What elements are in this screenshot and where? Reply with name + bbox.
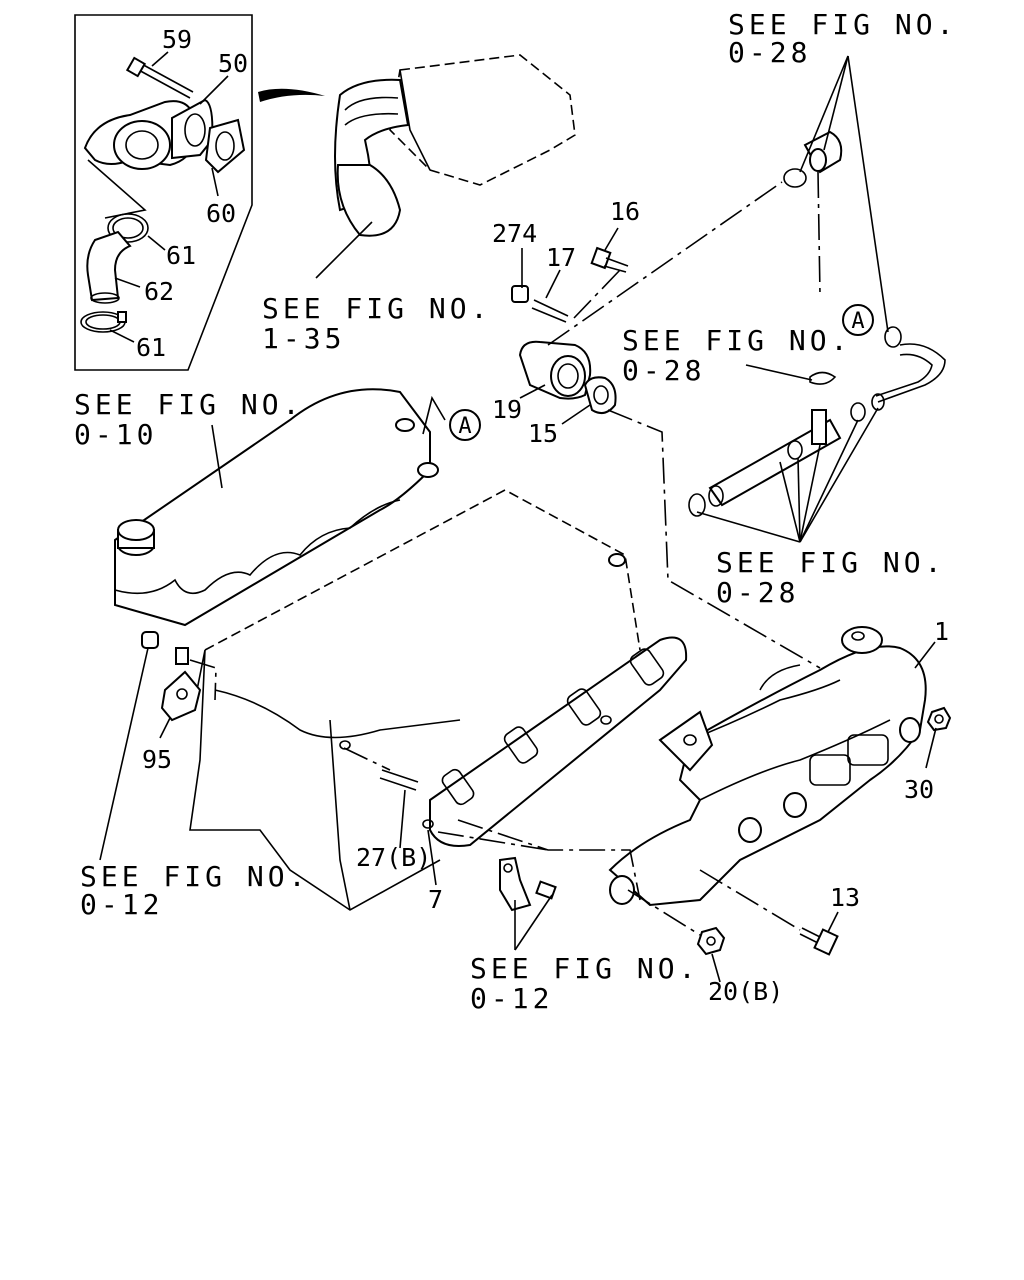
manifold-fasteners	[696, 706, 952, 956]
ref-bracket-line1: SEE FIG NO.	[470, 952, 699, 985]
part-callouts: 59 50 60 61 62 61 274 16 17 19 15 1 30 9…	[136, 25, 949, 1006]
inset-pointer-arrow	[258, 88, 325, 102]
callout-20b: 20(B)	[708, 977, 783, 1006]
cylinder-head-cover	[114, 388, 439, 627]
callout-95: 95	[142, 745, 172, 774]
callout-59: 59	[162, 25, 192, 54]
ref-mid-right-line1: SEE FIG NO.	[622, 324, 851, 357]
callout-13: 13	[830, 883, 860, 912]
bottom-bracket	[499, 856, 557, 912]
exhaust-manifold-gasket	[429, 636, 688, 847]
connection-marker-left-label: A	[458, 414, 471, 439]
ref-block-line1: SEE FIG NO.	[80, 860, 309, 893]
callout-19: 19	[492, 395, 522, 424]
callout-61-bottom: 61	[136, 333, 166, 362]
callout-27b: 27(B)	[356, 843, 431, 872]
callout-17: 17	[546, 243, 576, 272]
connection-marker-right-label: A	[851, 309, 864, 334]
ref-intake-line2: 1-35	[262, 322, 345, 355]
thermostat-housing-group	[511, 246, 629, 415]
air-cleaner-housing	[334, 54, 576, 237]
callout-60: 60	[206, 199, 236, 228]
figure-references: SEE FIG NO. 0-28 SEE FIG NO. 1-35 SEE FI…	[74, 8, 957, 1015]
callout-30: 30	[904, 775, 934, 804]
ref-mid-right-line2: 0-28	[622, 354, 705, 387]
ref-cover-line1: SEE FIG NO.	[74, 388, 303, 421]
callout-1: 1	[934, 617, 949, 646]
left-fasteners	[141, 631, 612, 829]
inset-detail-box	[74, 14, 253, 371]
callout-61-top: 61	[166, 241, 196, 270]
exhaust-manifold	[608, 626, 927, 907]
callout-16: 16	[610, 197, 640, 226]
ref-intake-line1: SEE FIG NO.	[262, 292, 491, 325]
connection-marker-left: A	[449, 409, 481, 441]
ref-top-right-line1: SEE FIG NO.	[728, 8, 957, 41]
water-pipe-system	[688, 130, 946, 517]
engine-block-outline	[189, 489, 641, 911]
callout-50: 50	[218, 49, 248, 78]
callout-62: 62	[144, 277, 174, 306]
ref-top-right-line2: 0-28	[728, 36, 811, 69]
ref-cover-line2: 0-10	[74, 418, 157, 451]
callout-274: 274	[492, 219, 537, 248]
connection-marker-right: A	[842, 304, 874, 336]
ref-block-line2: 0-12	[80, 888, 163, 921]
ref-bracket-line2: 0-12	[470, 982, 553, 1015]
ref-lower-right-line1: SEE FIG NO.	[716, 546, 945, 579]
callout-15: 15	[528, 419, 558, 448]
leader-lines	[99, 51, 937, 983]
ref-lower-right-line2: 0-28	[716, 576, 799, 609]
alignment-lines	[189, 171, 821, 936]
callout-7: 7	[428, 885, 443, 914]
